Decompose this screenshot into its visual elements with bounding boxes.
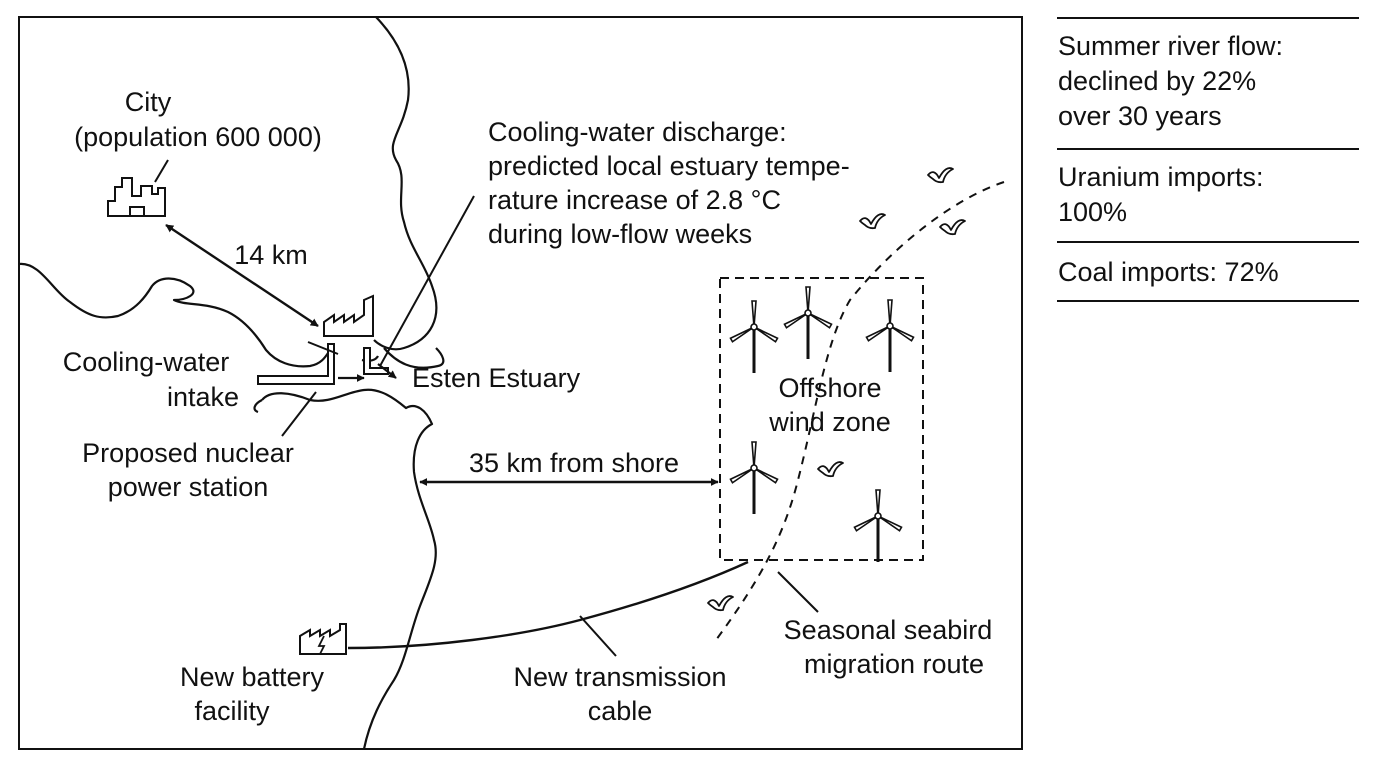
discharge-note-line-4: during low-flow weeks — [488, 219, 753, 249]
offshore-wind-zone — [719, 277, 924, 561]
city-icon — [107, 177, 166, 217]
fact-coal-line-1: Coal imports: 72% — [1058, 257, 1279, 287]
facts-divider — [1057, 300, 1359, 302]
facts-panel: Summer river flow: declined by 22% over … — [1057, 0, 1359, 320]
facts-divider — [1057, 148, 1359, 150]
facts-divider — [1057, 241, 1359, 243]
intake-label-line-1: Cooling-water — [62, 347, 230, 377]
fact-river-flow-line-2: declined by 22% — [1058, 66, 1257, 96]
station-label-line-2: power station — [107, 472, 269, 502]
wind-turbine-icon — [728, 299, 780, 375]
factory-icon — [323, 294, 374, 337]
wind-turbine-icon — [728, 440, 780, 516]
cable-label-line-1: New transmission — [513, 662, 727, 692]
migration-label-line-1: Seasonal seabird — [783, 615, 993, 645]
intake-label-line-2: intake — [166, 382, 240, 412]
cooling-water-intake-pipe — [257, 343, 335, 385]
city-distance-label: 14 km — [234, 240, 308, 270]
battery-factory-icon — [299, 623, 347, 655]
city-name: City — [124, 87, 172, 117]
wind-zone-label-line-1: Offshore — [778, 373, 882, 403]
seabird-icon — [707, 595, 734, 612]
discharge-leader-line — [379, 195, 475, 367]
fact-river-flow-line-1: Summer river flow: — [1058, 31, 1284, 61]
city-population: (population 600 000) — [74, 122, 322, 152]
discharge-flow-arrow — [377, 363, 397, 379]
wind-turbine-icon — [864, 298, 916, 374]
city-label-leader — [154, 159, 169, 183]
discharge-note-line-3: rature increase of 2.8 °C — [488, 185, 781, 215]
migration-label-line-2: migration route — [803, 649, 985, 679]
seabird-migration-route — [715, 181, 1005, 641]
city-distance-arrow — [165, 224, 319, 327]
wind-turbine-icon — [852, 488, 904, 564]
fact-river-flow-line-3: over 30 years — [1058, 101, 1222, 131]
fact-uranium-line-2: 100% — [1058, 197, 1128, 227]
station-label-line-1: Proposed nuclear — [82, 438, 294, 468]
seabird-icon — [939, 219, 966, 236]
migration-leader-line — [777, 571, 819, 613]
wind-zone-label-line-2: wind zone — [769, 407, 891, 437]
estuary-label: Esten Estuary — [412, 363, 581, 393]
cable-leader-line — [579, 615, 617, 657]
facts-divider — [1057, 17, 1359, 19]
seabird-icon — [927, 167, 954, 184]
shore-distance-label: 35 km from shore — [468, 448, 680, 478]
discharge-note-line-2: predicted local estuary tempe- — [488, 151, 850, 181]
battery-label-line-1: New battery — [179, 662, 325, 692]
cable-label-line-2: cable — [587, 696, 653, 726]
battery-label-line-2: facility — [194, 696, 270, 726]
station-leader-line — [281, 391, 317, 437]
seabird-icon — [859, 213, 886, 230]
discharge-note-line-1: Cooling-water discharge: — [488, 117, 787, 147]
transmission-cable — [347, 560, 749, 650]
wind-turbine-icon — [782, 285, 834, 361]
fact-uranium-line-1: Uranium imports: — [1058, 162, 1264, 192]
map-frame — [18, 16, 1023, 750]
seabird-icon — [817, 461, 844, 478]
intake-leader-line — [307, 341, 339, 355]
